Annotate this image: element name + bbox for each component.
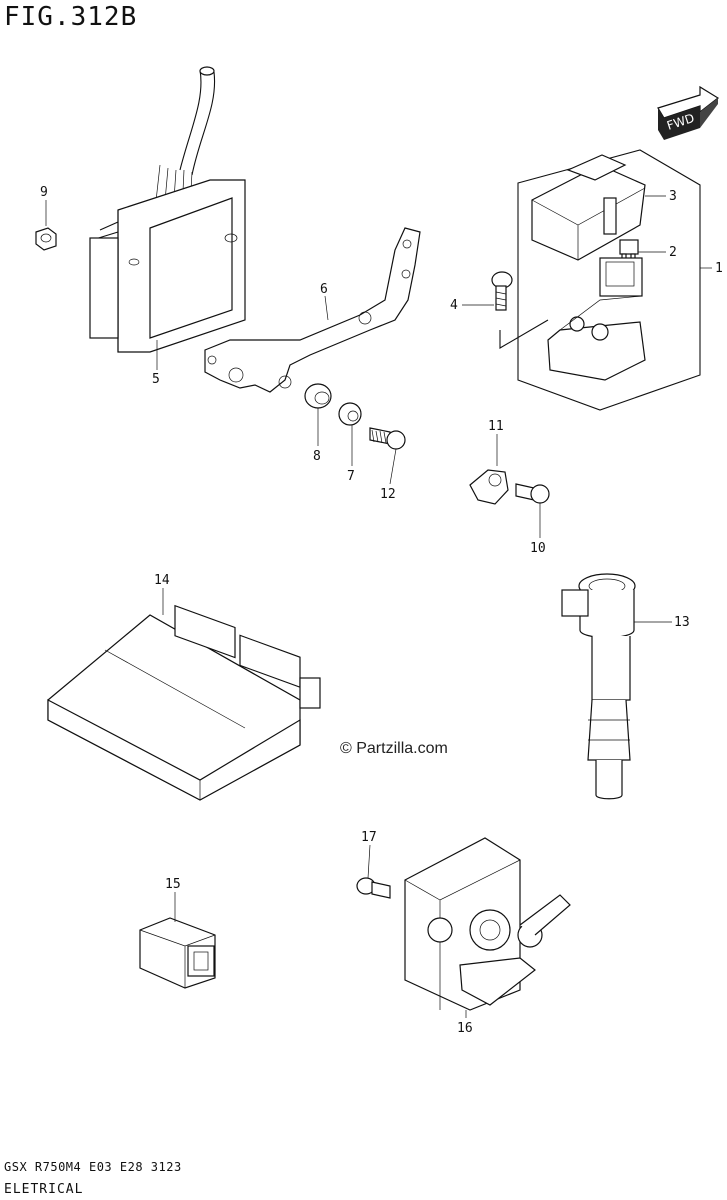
- part-15-sensor: [139, 917, 216, 989]
- callout-4: 4: [450, 298, 458, 313]
- fwd-arrow-icon: FWD: [657, 85, 720, 140]
- footer-code: GSX R750M4 E03 E28 3123: [4, 1160, 182, 1174]
- part-6-bracket: [204, 227, 421, 393]
- callout-16: 16: [457, 1021, 473, 1036]
- part-10-bolt: [515, 483, 550, 504]
- part-16-position-sensor: [404, 837, 571, 1011]
- callout-13: 13: [674, 615, 690, 630]
- part-14-ecu: [47, 604, 321, 801]
- part-11-clamp: [469, 469, 509, 505]
- callout-11: 11: [488, 419, 504, 434]
- part-1-relay-assembly: [517, 149, 701, 411]
- part-12-bolt: [369, 427, 406, 450]
- leader-lines: [45, 195, 712, 1018]
- callout-14: 14: [154, 573, 170, 588]
- callout-9: 9: [40, 185, 48, 200]
- callout-5: 5: [152, 372, 160, 387]
- callout-17: 17: [361, 830, 377, 845]
- part-4-screw: [491, 271, 549, 349]
- callout-6: 6: [320, 282, 328, 297]
- callout-15: 15: [165, 877, 181, 892]
- callout-7: 7: [347, 469, 355, 484]
- part-8-grommet: [304, 383, 332, 409]
- watermark: © Partzilla.com: [340, 740, 448, 757]
- callout-8: 8: [313, 449, 321, 464]
- footer-section-name: ELETRICAL: [4, 1182, 84, 1197]
- part-7-collar: [338, 402, 362, 426]
- callout-12: 12: [380, 487, 396, 502]
- part-17-bolt: [356, 877, 391, 899]
- figure-title: FIG.312B: [4, 2, 138, 32]
- part-13-ignition-coil: [561, 573, 636, 800]
- callout-labels: 9 5 6 8 7 12 4 3 2 1 11 10 13 14 15 17 1…: [40, 185, 723, 1036]
- callout-2: 2: [669, 245, 677, 260]
- callout-10: 10: [530, 541, 546, 556]
- callout-3: 3: [669, 189, 677, 204]
- callout-1: 1: [715, 261, 723, 276]
- part-9-nut: [35, 227, 57, 251]
- part-5-regulator: [89, 66, 246, 353]
